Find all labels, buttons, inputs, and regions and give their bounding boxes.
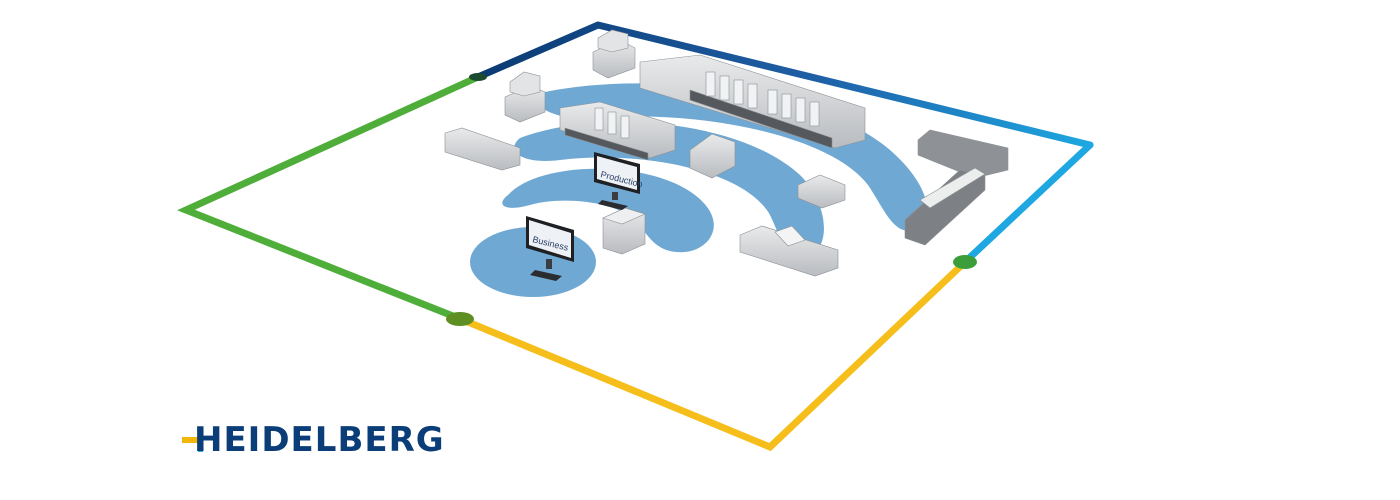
folder-left [444, 127, 521, 171]
machines [444, 29, 1009, 277]
frame-yellow-edge [464, 258, 969, 452]
frame-green-edge [177, 73, 482, 326]
finishing-line [739, 225, 839, 277]
plate-setter-top [592, 29, 636, 79]
logo-accent-blue [198, 428, 203, 452]
frame-cyan-right [961, 141, 1094, 266]
monitor-business: Business [526, 216, 574, 281]
frame-blue-top [474, 21, 1094, 149]
binder-line [904, 129, 1009, 246]
stitcher-right [797, 174, 846, 209]
floor-frame [177, 21, 1094, 452]
server-box [602, 207, 646, 255]
wifi-arc-2 [514, 121, 824, 257]
brand-wordmark: HEIDELBERG [194, 420, 445, 460]
press-large [639, 54, 866, 149]
monitor-production: Production [594, 152, 644, 210]
press-medium [559, 101, 676, 161]
logo-accent-yellow [182, 437, 202, 443]
cutter-center [689, 133, 736, 179]
plate-setter-mid [504, 71, 546, 123]
heidelberg-logo: HEIDELBERG [182, 420, 482, 460]
wifi-arc-1 [502, 168, 714, 253]
